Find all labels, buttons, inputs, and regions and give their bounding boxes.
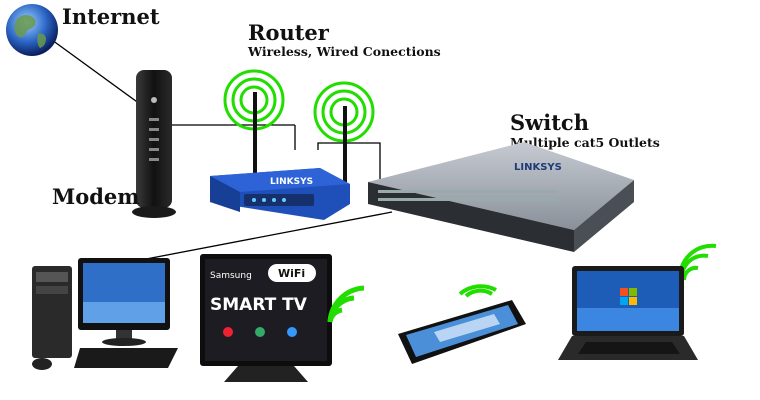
router-label: Router xyxy=(248,20,329,45)
wifi-signal-icon xyxy=(327,285,365,323)
switch-brand: LINKSYS xyxy=(514,162,562,173)
wifi-badge: WiFi xyxy=(278,267,305,280)
router-icon: LINKSYS xyxy=(210,92,350,220)
tv-brand: Samsung xyxy=(210,271,252,281)
tv-title: SMART TV xyxy=(210,295,308,315)
switch-sublabel: Multiple cat5 Outlets xyxy=(510,135,660,150)
laptop-icon xyxy=(558,266,698,360)
router-sublabel: Wireless, Wired Conections xyxy=(248,44,441,59)
internet-label: Internet xyxy=(62,4,160,29)
wifi-signal-icon xyxy=(458,284,497,298)
globe-icon xyxy=(6,4,58,56)
router-brand: LINKSYS xyxy=(270,177,313,187)
modem-icon xyxy=(132,70,176,218)
switch-icon: LINKSYS xyxy=(368,142,634,252)
tablet-icon xyxy=(398,300,526,364)
modem-label: Modem xyxy=(52,184,140,209)
smart-tv-icon: Samsung WiFi SMART TV xyxy=(200,254,332,382)
switch-label: Switch xyxy=(510,110,589,135)
desktop-pc-icon xyxy=(32,258,178,370)
